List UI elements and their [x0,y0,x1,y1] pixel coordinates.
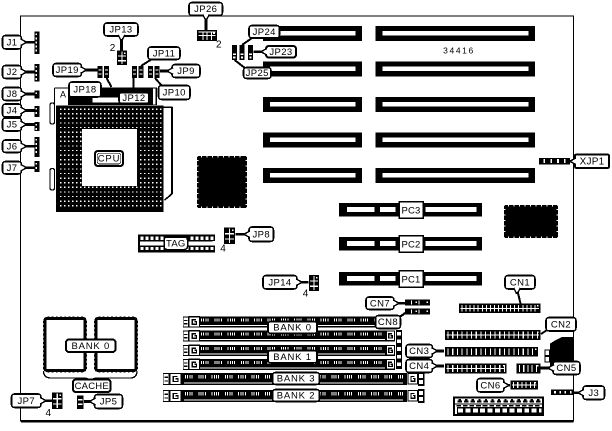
svg-text:CN4: CN4 [409,361,429,372]
svg-text:JP13: JP13 [109,25,132,36]
svg-text:J6: J6 [7,141,18,152]
svg-text:JP7: JP7 [17,396,35,407]
svg-text:2: 2 [216,40,222,51]
svg-text:J3: J3 [588,388,599,399]
svg-text:JP9: JP9 [177,66,195,77]
svg-text:J2: J2 [7,67,18,78]
svg-text:CN5: CN5 [556,363,576,374]
svg-text:BANK 3: BANK 3 [277,374,316,385]
svg-text:J5: J5 [7,120,18,131]
svg-text:J4: J4 [7,106,18,117]
svg-text:JP24: JP24 [253,27,276,38]
svg-text:PC2: PC2 [401,240,420,251]
svg-text:JP14: JP14 [268,277,291,288]
svg-text:CN3: CN3 [409,346,429,357]
svg-text:JP5: JP5 [100,397,118,408]
svg-text:BANK 0: BANK 0 [71,341,110,352]
svg-text:CPU: CPU [98,154,120,165]
svg-text:JP25: JP25 [246,68,269,79]
svg-text:CN8: CN8 [378,317,398,328]
svg-text:BANK 2: BANK 2 [277,391,316,402]
svg-text:PC3: PC3 [401,206,420,217]
svg-text:JP10: JP10 [163,88,186,99]
svg-text:JP12: JP12 [122,93,145,104]
svg-text:JP19: JP19 [56,65,79,76]
svg-text:JP26: JP26 [194,4,217,15]
svg-text:JP23: JP23 [269,47,292,58]
svg-text:CACHE: CACHE [75,381,109,392]
svg-text:BANK 1: BANK 1 [273,352,312,363]
svg-text:JP8: JP8 [252,229,270,240]
svg-text:4: 4 [46,408,52,419]
svg-text:JP18: JP18 [73,85,96,96]
svg-text:J1: J1 [7,37,18,48]
svg-text:CN6: CN6 [480,380,500,391]
svg-text:CN2: CN2 [551,319,571,330]
svg-text:A: A [60,90,66,100]
svg-text:J8: J8 [7,89,18,100]
svg-text:XJP1: XJP1 [580,157,605,168]
svg-text:TAG: TAG [166,238,185,249]
svg-text:CN7: CN7 [370,298,390,309]
svg-text:J7: J7 [7,163,18,174]
svg-text:2: 2 [110,43,116,54]
svg-text:PC1: PC1 [401,275,420,286]
svg-text:CN1: CN1 [510,277,530,288]
svg-text:4: 4 [220,244,226,255]
svg-text:JP11: JP11 [153,48,176,59]
svg-text:4: 4 [303,289,309,300]
svg-text:34416: 34416 [443,46,475,56]
svg-text:BANK 0: BANK 0 [273,323,312,334]
